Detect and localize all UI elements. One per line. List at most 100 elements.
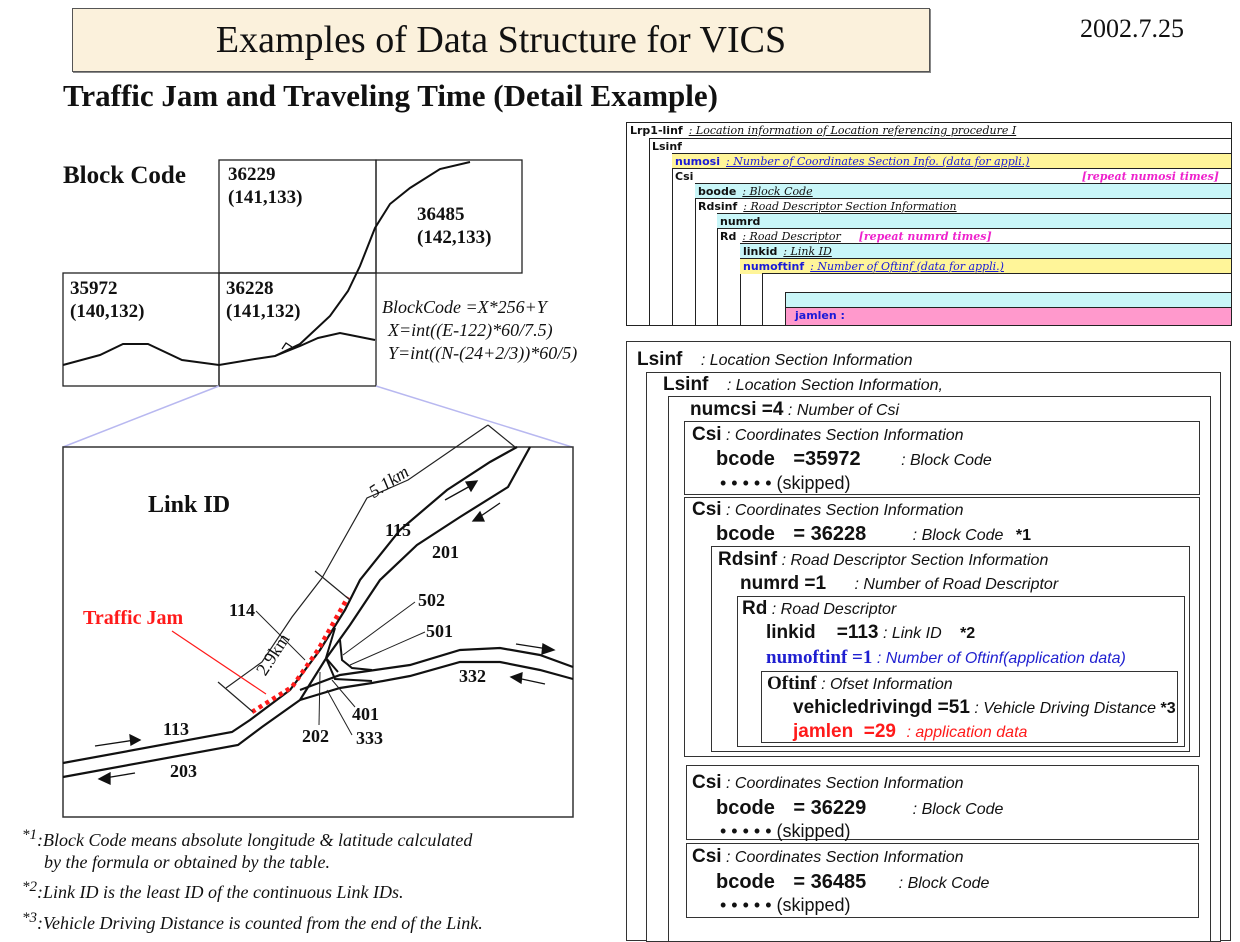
field-desc: : Road Descriptor Section Information [781, 552, 1049, 569]
title-banner: Examples of Data Structure for VICS [72, 8, 930, 72]
field-key: bcode [716, 871, 775, 893]
field-desc: : Vehicle Driving Distance [974, 700, 1157, 717]
block-code-value: 36228 [226, 278, 274, 299]
field-desc: : Coordinates Section Information [726, 502, 964, 519]
footnote-mark: *1 [22, 827, 37, 843]
csi-header: Csi : Coordinates Section Information [692, 772, 964, 794]
repeat-note: [repeat numosi times] [1081, 170, 1219, 183]
link-id-frame [62, 446, 574, 818]
field-desc: : Coordinates Section Information [726, 775, 964, 792]
nest-line [717, 213, 718, 325]
diagram-canvas [62, 159, 574, 818]
vehicledrivingd-line: vehicledrivingd =51 : Vehicle Driving Di… [793, 697, 1176, 719]
schema-key: Lsinf [652, 140, 682, 153]
leader-202 [318, 671, 321, 726]
field-desc: : Link ID [882, 625, 942, 642]
formula-line: Y=int((N-(24+2/3))*60/5) [388, 343, 578, 363]
nest-line [762, 273, 763, 325]
road-332-south [299, 660, 574, 702]
schema-row-jamlen: jamlen : [785, 307, 1231, 325]
link-label-333: 333 [356, 728, 383, 748]
field-desc: : Block Code [912, 801, 1004, 818]
schema-row-lrp1-linf: Lrp1-linf: Location information of Locat… [627, 123, 1231, 138]
ramp-333 [325, 657, 373, 682]
csi-box-4 [686, 843, 1199, 918]
schema-key: numrd [720, 215, 761, 228]
footnote-text: by the formula or obtained by the table. [44, 851, 330, 872]
formula-line: X=int((E-122)*60/7.5) [388, 320, 553, 340]
link-label-502: 502 [418, 590, 445, 610]
schema-key: numosi [675, 155, 720, 168]
schema-key: numoftinf [743, 260, 805, 273]
footnote-ref: *1 [1015, 527, 1031, 544]
dimension-5.1km [321, 424, 489, 579]
road-line [62, 161, 471, 367]
rdsinf-line: Rdsinf : Road Descriptor Section Informa… [718, 549, 1048, 571]
schema-desc: : Road Descriptor [742, 230, 841, 243]
projection-line-left [62, 385, 220, 448]
date-label: 2002.7.25 [1080, 14, 1184, 43]
schema-row-linkid: linkid : Link ID [740, 243, 1231, 259]
field-key: bcode [716, 448, 775, 470]
numcsi-line: numcsi =4 : Number of Csi [690, 399, 899, 421]
field-key: Rd [742, 598, 768, 619]
formula-line: BlockCode =X*256+Y [382, 297, 547, 317]
schema-row-lsinf: Lsinf [649, 138, 1231, 154]
link-label-203: 203 [170, 761, 197, 781]
footnote-ref: *3 [1160, 700, 1176, 717]
field-desc: : Number of Oftinf(application data) [876, 650, 1126, 667]
skipped-note: • • • • • (skipped) [720, 821, 851, 841]
schema-row-numrd: numrd [717, 213, 1231, 229]
schema-desc: : Location information of Location refer… [688, 124, 1017, 137]
road-113-115 [62, 446, 518, 765]
schema-key: Csi [675, 170, 694, 183]
block-code-value: 36485 [417, 204, 465, 225]
repeat-note: [repeat numrd times] [858, 230, 992, 243]
block-36228 [218, 272, 377, 387]
block-coords: (141,133) [228, 187, 303, 208]
nest-line [672, 153, 673, 325]
field-key: Lsinf [637, 349, 683, 370]
dimension-tick [314, 570, 351, 601]
block-36485 [375, 159, 523, 274]
block-coords: (141,132) [226, 301, 301, 322]
data-schema-table: Lrp1-linf: Location information of Locat… [626, 122, 1232, 326]
field-desc: : Block Code [912, 527, 1004, 544]
field-key: jamlen =29 [793, 721, 896, 742]
dimension-tick [217, 681, 254, 713]
csi-box-1 [684, 421, 1200, 495]
direction-arrows [94, 480, 556, 786]
block-label-36228: 36228 (141,132) [226, 277, 300, 323]
schema-key: linkid [743, 245, 778, 258]
block-code-formula: BlockCode =X*256+Y X=int((E-122)*60/7.5)… [382, 296, 577, 365]
footnotes: *1:Block Code means absolute longitude &… [22, 826, 483, 934]
schema-row-oftinf-placeholder [762, 273, 1231, 292]
block-label-35972: 35972 (140,132) [70, 277, 144, 323]
bcode-line: bcode = 36229 : Block Code [716, 797, 1003, 820]
nest-line [695, 183, 696, 325]
skipped-note: • • • • • (skipped) [720, 895, 851, 915]
schema-desc: : Link ID [783, 245, 832, 258]
link-label-113: 113 [163, 719, 190, 739]
schema-row-rdsinf: Rdsinf: Road Descriptor Section Informat… [695, 198, 1231, 214]
csi-header: Csi : Coordinates Section Information [692, 424, 964, 446]
field-value: = 36485 [793, 871, 867, 893]
block-label-36485: 36485 (142,133) [417, 203, 491, 249]
link-label-202: 202 [302, 726, 329, 746]
footnote-mark: *2 [22, 879, 37, 896]
bcode-line: bcode =35972 : Block Code [716, 448, 992, 471]
leader-114 [255, 610, 306, 661]
schema-desc: : Number of Oftinf (data for appli.) [810, 260, 1004, 273]
field-key: Csi [692, 424, 722, 445]
field-key: numrd =1 [740, 573, 827, 594]
schema-key: boode [698, 185, 737, 198]
link-label-115: 115 [385, 520, 412, 540]
leader-502 [342, 601, 416, 656]
traffic-jam-label: Traffic Jam [83, 607, 184, 629]
schema-key: Rdsinf [698, 200, 738, 213]
schema-row-rd: Rd: Road Descriptor [repeat numrd times] [717, 228, 1231, 244]
field-key: bcode [716, 523, 775, 545]
footnote-text: :Link ID is the least ID of the continuo… [37, 882, 404, 903]
block-code-heading: Block Code [63, 162, 186, 189]
link-label-114: 114 [229, 600, 256, 620]
